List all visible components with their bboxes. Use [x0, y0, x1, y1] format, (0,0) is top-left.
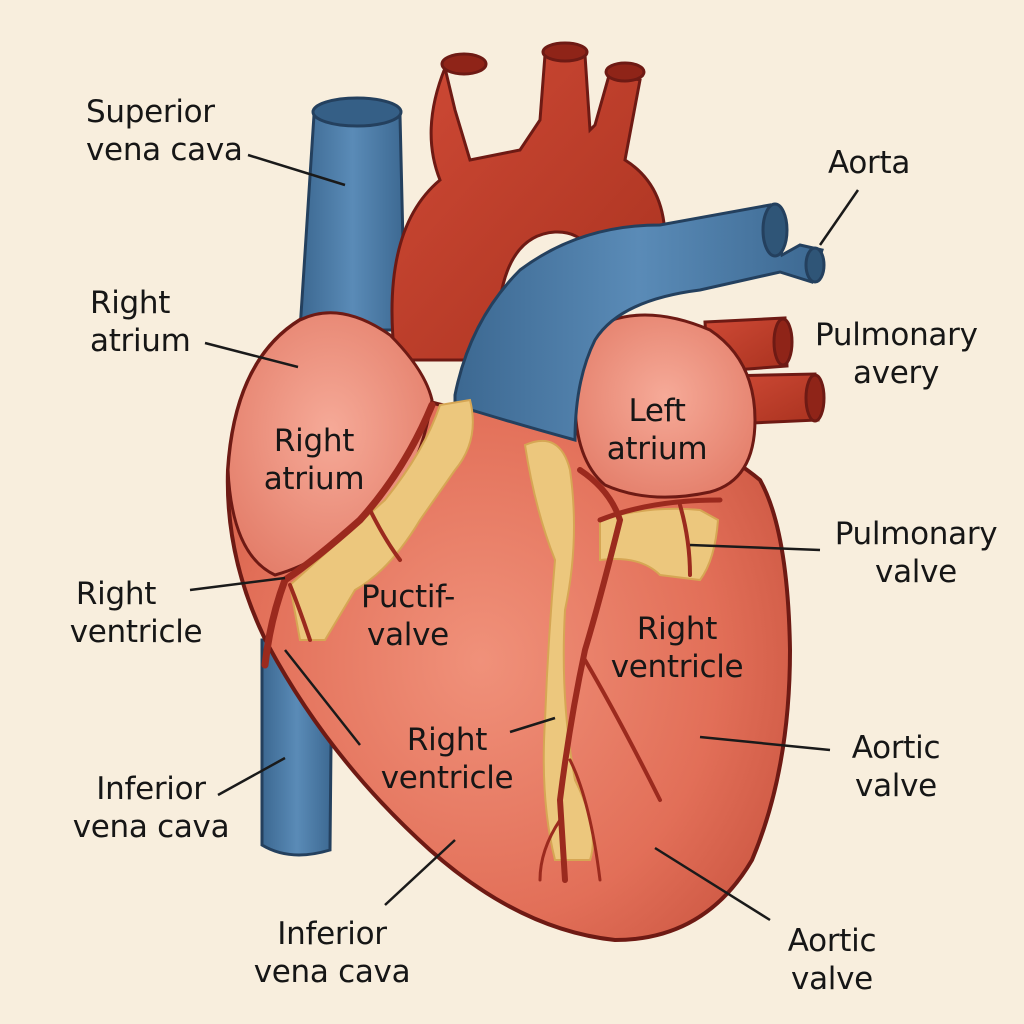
label-line: Aortic	[787, 923, 877, 959]
label-line: Puctif-	[361, 579, 455, 615]
label-line: Pulmonary	[815, 317, 978, 353]
label-line: ventricle	[69, 614, 203, 650]
label-line: Aorta	[828, 145, 911, 181]
label-line: vena cava	[86, 132, 243, 168]
label-puctif-valve: Puctif- valve	[361, 578, 455, 654]
aorta-vessel	[390, 41, 667, 362]
label-line: atrium	[90, 323, 191, 359]
label-line: Superior	[86, 94, 215, 130]
label-line: Aortic	[851, 730, 941, 766]
label-aorta: Aorta	[828, 144, 910, 182]
pulmonary-trunk-vessel	[453, 202, 826, 442]
label-line: Left	[628, 393, 686, 429]
label-line: vena cava	[253, 954, 411, 990]
label-line: Inferior	[277, 916, 387, 952]
label-line: ventricle	[610, 649, 744, 685]
leader-lines	[189, 153, 860, 922]
label-line: atrium	[263, 461, 365, 497]
label-line: avery	[853, 355, 940, 391]
label-right-ventricle-center: Right ventricle	[381, 721, 514, 797]
label-line: Right	[406, 722, 488, 758]
coronary-vessels	[261, 401, 723, 883]
label-line: valve	[791, 961, 873, 997]
superior-vena-cava-vessel	[298, 96, 407, 332]
label-line: valve	[855, 768, 937, 804]
label-inferior-vena-cava-bottom: Inferior vena cava	[254, 915, 411, 991]
label-line: Right	[90, 285, 171, 321]
label-line: Inferior	[96, 771, 206, 807]
label-aortic-valve-upper: Aortic valve	[851, 729, 941, 805]
label-line: valve	[367, 617, 449, 653]
label-right-ventricle-outer: Right ventricle	[70, 575, 203, 651]
label-line: Right	[273, 423, 355, 459]
label-line: Right	[75, 576, 157, 612]
label-left-atrium: Left atrium	[607, 392, 708, 468]
label-line: Pulmonary	[834, 516, 998, 552]
label-line: atrium	[606, 431, 708, 467]
label-right-atrium-outer: Right atrium	[90, 284, 191, 360]
label-pulmonary-valve: Pulmonary valve	[835, 515, 998, 591]
label-aortic-valve-lower: Aortic valve	[787, 922, 877, 998]
label-superior-vena-cava: Superior vena cava	[86, 93, 243, 169]
label-inferior-vena-cava-outer: Inferior vena cava	[73, 770, 230, 846]
label-line: Right	[636, 611, 718, 647]
label-pulmonary-artery: Pulmonary avery	[815, 316, 978, 392]
label-line: ventricle	[380, 760, 514, 796]
label-right-atrium-inner: Right atrium	[264, 422, 365, 498]
label-line: valve	[875, 554, 957, 590]
label-line: vena cava	[72, 809, 230, 845]
label-right-ventricle-right: Right ventricle	[611, 610, 744, 686]
